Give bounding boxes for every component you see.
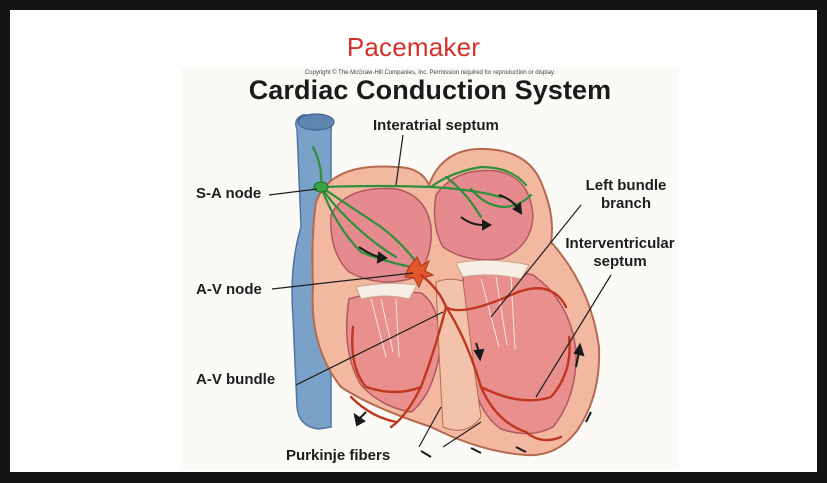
label-interventricular-line1: Interventricular [564, 235, 676, 253]
label-left-bundle-branch-line2: branch [577, 195, 675, 213]
label-av-bundle: A-V bundle [196, 371, 275, 389]
label-interventricular-line2: septum [564, 253, 676, 271]
label-left-bundle-branch: Left bundle branch [577, 177, 675, 213]
label-left-bundle-branch-line1: Left bundle [577, 177, 675, 195]
presentation-slide: Pacemaker [10, 10, 817, 472]
label-sa-node: S-A node [196, 185, 261, 203]
sa-node-marker [314, 182, 328, 192]
label-av-node: A-V node [196, 281, 262, 299]
label-interatrial-septum: Interatrial septum [373, 117, 499, 135]
figure-title: Cardiac Conduction System [181, 75, 679, 106]
cardiac-conduction-figure: Copyright © The McGraw-Hill Companies, I… [181, 67, 679, 470]
label-interventricular-septum: Interventricular septum [564, 235, 676, 271]
slide-title: Pacemaker [10, 32, 817, 63]
label-purkinje-fibers: Purkinje fibers [286, 447, 390, 465]
left-atrium [435, 171, 533, 260]
